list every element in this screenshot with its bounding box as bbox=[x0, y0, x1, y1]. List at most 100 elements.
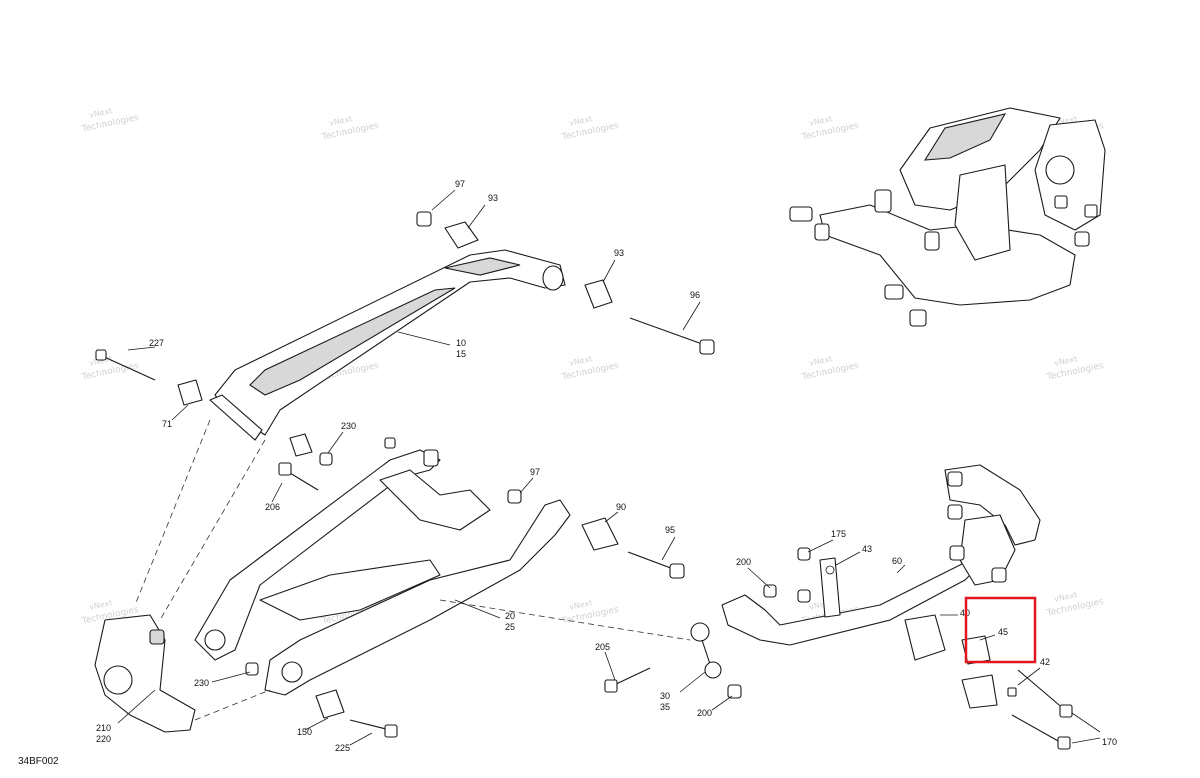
drawing-code: 34BF002 bbox=[18, 756, 59, 767]
callout-35: 35 bbox=[660, 702, 670, 712]
callout-30: 30 bbox=[660, 691, 670, 701]
alignment-line bbox=[134, 419, 211, 606]
lower-arm-nut bbox=[384, 437, 396, 449]
bolt-225 bbox=[349, 719, 391, 731]
nut-175 bbox=[797, 547, 811, 561]
nut-upper bbox=[991, 567, 1007, 583]
nut-200 bbox=[727, 684, 742, 699]
callout-60: 60 bbox=[892, 556, 902, 566]
bolt-170-head bbox=[1059, 704, 1073, 718]
callout-10: 10 bbox=[456, 338, 466, 348]
bolt-95-head bbox=[669, 563, 685, 579]
bushing-assembled bbox=[789, 206, 813, 222]
lower-arm-pivot bbox=[281, 661, 303, 683]
bolt-206-head bbox=[278, 462, 292, 476]
bolt-225-head bbox=[384, 724, 398, 738]
alignment-line bbox=[159, 439, 266, 621]
callout-170: 170 bbox=[1102, 737, 1117, 747]
callout-230: 230 bbox=[341, 421, 356, 431]
upper-arm-window bbox=[444, 257, 521, 276]
bushing-90 bbox=[581, 517, 619, 551]
svg-text:vNext: vNext bbox=[1053, 354, 1078, 368]
link-rod bbox=[604, 622, 742, 699]
watermark: vNext Technologies bbox=[80, 354, 140, 383]
callout-97: 97 bbox=[455, 179, 465, 189]
callout-200: 200 bbox=[736, 557, 751, 567]
lower-arm-assembled bbox=[819, 204, 1076, 306]
bolt-205 bbox=[611, 667, 651, 687]
callout-206: 206 bbox=[265, 502, 280, 512]
nut-assembled bbox=[1074, 231, 1090, 247]
callout-230: 230 bbox=[194, 678, 209, 688]
upper-arm-window bbox=[249, 287, 456, 396]
knuckle-boss bbox=[149, 629, 165, 645]
callout-96: 96 bbox=[690, 290, 700, 300]
bolt-227 bbox=[99, 354, 156, 381]
svg-text:vNext: vNext bbox=[568, 354, 593, 368]
bolt-170 bbox=[1011, 714, 1061, 743]
nut-upper bbox=[947, 504, 963, 520]
callout-93: 93 bbox=[614, 248, 624, 258]
callout-93: 93 bbox=[488, 193, 498, 203]
bushing-71 bbox=[177, 379, 203, 406]
callout-15: 15 bbox=[456, 349, 466, 359]
nut-assembled bbox=[1084, 204, 1098, 218]
svg-text:vNext: vNext bbox=[1053, 590, 1078, 604]
nut-42 bbox=[1007, 687, 1017, 697]
sway-bar-bend bbox=[944, 464, 1041, 546]
svg-text:vNext: vNext bbox=[88, 106, 113, 120]
bolt-96-head bbox=[699, 339, 715, 355]
callout-220: 220 bbox=[96, 734, 111, 744]
svg-text:vNext: vNext bbox=[568, 598, 593, 612]
bolt-95 bbox=[627, 551, 677, 571]
watermark: vNext Technologies bbox=[1045, 354, 1105, 383]
upper-a-arm bbox=[209, 249, 566, 441]
nut-200 bbox=[763, 584, 777, 598]
svg-text:vNext: vNext bbox=[328, 114, 353, 128]
link-plate-hole bbox=[825, 565, 835, 575]
lower-arm-pivot bbox=[204, 629, 226, 651]
watermark: vNext Technologies bbox=[560, 598, 620, 627]
watermark: vNext Technologies bbox=[560, 354, 620, 383]
bushing-assembled bbox=[814, 223, 830, 241]
nut-230 bbox=[319, 452, 333, 466]
bracket-lower bbox=[961, 674, 998, 709]
callout-95: 95 bbox=[665, 525, 675, 535]
watermark: vNext Technologies bbox=[800, 114, 860, 143]
upper-hardware bbox=[95, 211, 715, 491]
bushing-assembled bbox=[874, 189, 892, 213]
lower-arm-shock-mount bbox=[379, 469, 491, 531]
svg-text:vNext: vNext bbox=[88, 598, 113, 612]
bushing-230 bbox=[289, 433, 313, 457]
nut-97 bbox=[416, 211, 432, 227]
lower-arm-nut bbox=[423, 449, 439, 467]
svg-text:vNext: vNext bbox=[808, 354, 833, 368]
alignment-lines bbox=[134, 419, 691, 721]
lower-arm-rear-tube bbox=[264, 499, 571, 696]
upper-arm-window bbox=[923, 113, 1007, 161]
bushing-40 bbox=[904, 614, 946, 661]
upper-arm-pivot bbox=[542, 265, 564, 291]
nut-230 bbox=[245, 662, 259, 676]
lower-arm-brace bbox=[259, 559, 441, 621]
upper-arm-mount bbox=[209, 394, 263, 441]
callout-97: 97 bbox=[530, 467, 540, 477]
lower-hardware bbox=[245, 489, 685, 738]
callout-175: 175 bbox=[831, 529, 846, 539]
nut-assembled bbox=[1054, 195, 1068, 209]
alignment-line bbox=[439, 599, 691, 641]
link-rod-ball bbox=[704, 661, 722, 679]
link-rod-ball bbox=[690, 622, 710, 642]
bolt-96 bbox=[629, 317, 706, 346]
sway-bar bbox=[721, 554, 981, 646]
bushing-assembled bbox=[909, 309, 927, 327]
callout-205: 205 bbox=[595, 642, 610, 652]
callout-20: 20 bbox=[505, 611, 515, 621]
callout-210: 210 bbox=[96, 723, 111, 733]
watermark: vNext Technologies bbox=[80, 106, 140, 135]
assembled-suspension-view bbox=[789, 107, 1106, 327]
shock-mount bbox=[954, 164, 1011, 261]
callout-43: 43 bbox=[862, 544, 872, 554]
